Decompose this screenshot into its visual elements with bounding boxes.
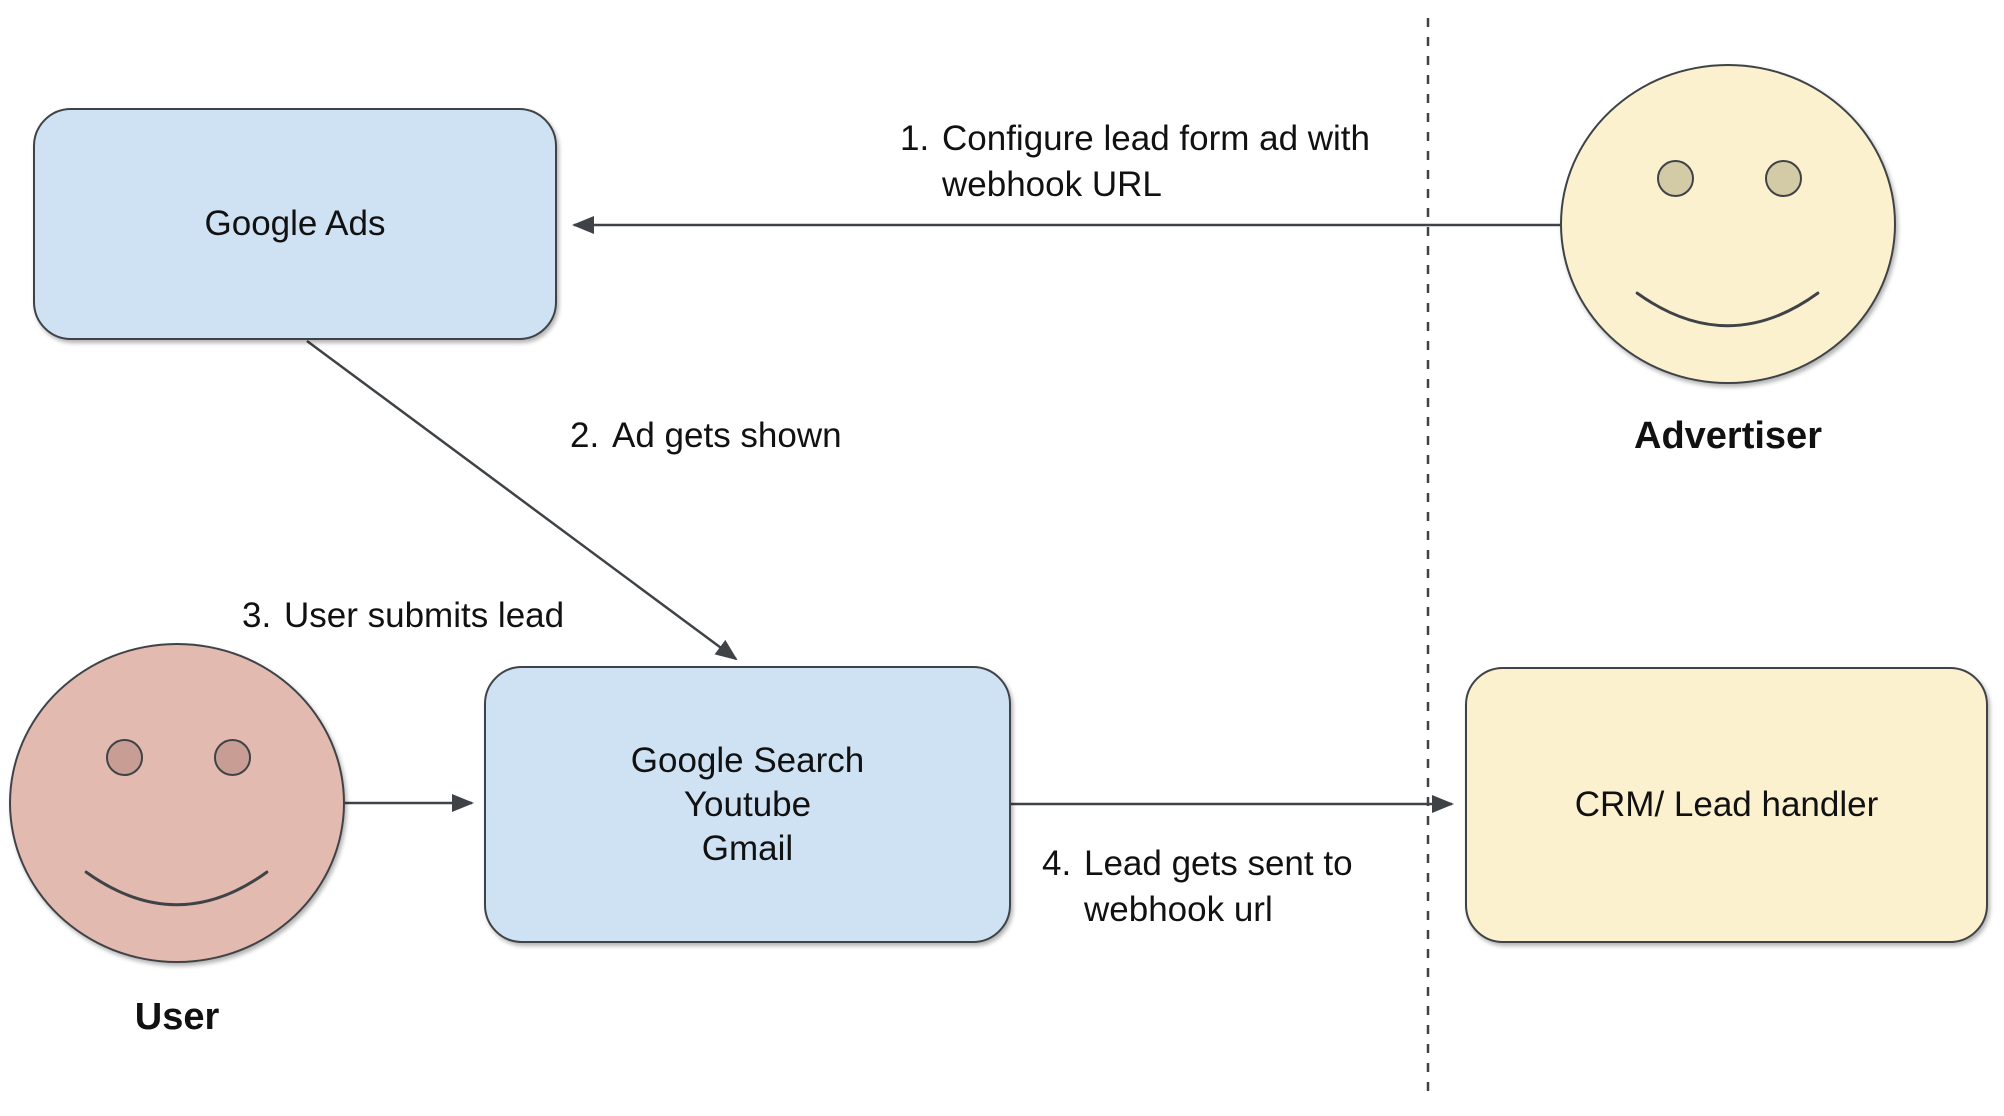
step-4-text-line-1: Lead gets sent to: [1084, 844, 1353, 883]
step-4-label: 4. Lead gets sent to webhook url: [1042, 841, 1353, 933]
platforms-node: Google Search Youtube Gmail: [484, 666, 1011, 943]
step-3-text: User submits lead: [284, 593, 564, 639]
user-smile-icon: [84, 870, 269, 907]
google-ads-node-label: Google Ads: [204, 204, 386, 243]
platforms-node-line-1: Google Search: [630, 740, 865, 780]
step-3-label: 3. User submits lead: [242, 593, 564, 639]
step-4-text: Lead gets sent to webhook url: [1084, 841, 1353, 933]
step-2-number: 2.: [570, 416, 600, 455]
google-ads-node: Google Ads: [33, 108, 557, 340]
step-2-text: Ad gets shown: [612, 413, 842, 459]
advertiser-label: Advertiser: [1634, 415, 1822, 457]
arrow-ad-gets-shown-icon: [306, 339, 738, 661]
user-label: User: [134, 996, 220, 1038]
advertiser-smile-icon: [1635, 291, 1820, 328]
platforms-node-line-2: Youtube: [683, 784, 812, 824]
crm-node: CRM/ Lead handler: [1465, 667, 1988, 943]
step-4-number: 4.: [1042, 844, 1072, 883]
platforms-node-line-3: Gmail: [701, 828, 794, 868]
step-1-text: Configure lead form ad with webhook URL: [942, 116, 1370, 208]
step-2-label: 2. Ad gets shown: [570, 413, 842, 459]
user-right-eye-icon: [214, 739, 251, 776]
step-1-text-line-1: Configure lead form ad with: [942, 119, 1370, 158]
advertiser-left-eye-icon: [1657, 160, 1694, 197]
step-1-number: 1.: [900, 119, 930, 158]
step-1-text-line-2: webhook URL: [942, 165, 1162, 204]
crm-node-label: CRM/ Lead handler: [1574, 785, 1879, 824]
step-1-label: 1. Configure lead form ad with webhook U…: [900, 116, 1370, 208]
step-3-number: 3.: [242, 596, 272, 635]
user-face-icon: [9, 643, 345, 963]
advertiser-right-eye-icon: [1765, 160, 1802, 197]
advertiser-face-icon: [1560, 64, 1896, 384]
step-4-text-line-2: webhook url: [1084, 890, 1273, 929]
step-3-text-line-1: User submits lead: [284, 596, 565, 635]
user-left-eye-icon: [106, 739, 143, 776]
step-2-text-line-1: Ad gets shown: [612, 416, 842, 455]
